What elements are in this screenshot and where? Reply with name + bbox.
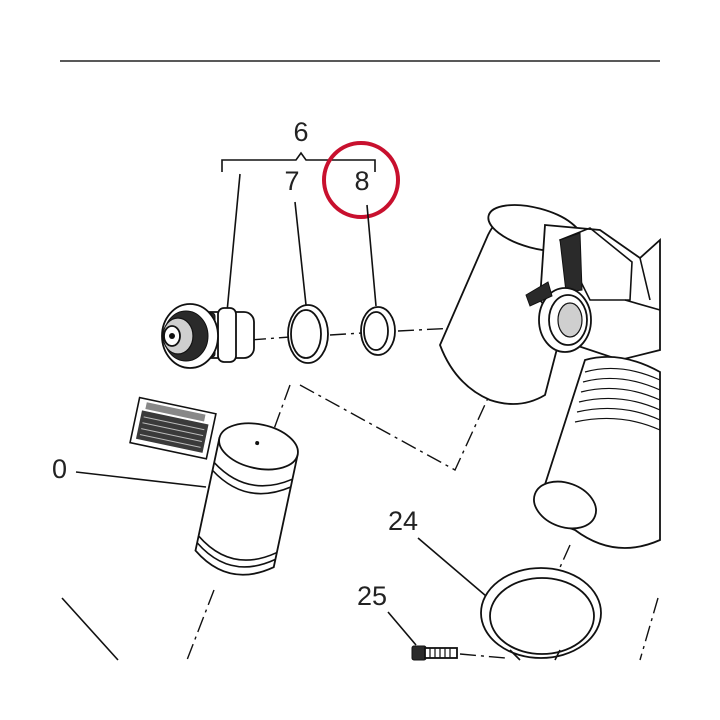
highlight-circle xyxy=(322,141,400,219)
warning-label-icon xyxy=(129,396,217,460)
assembly-axis xyxy=(249,321,571,341)
pump-body-icon[interactable] xyxy=(439,196,661,549)
clamp-ring-icon[interactable] xyxy=(480,567,602,661)
group-bracket xyxy=(221,151,376,172)
o-ring-8-icon[interactable] xyxy=(360,306,396,356)
screw-axis xyxy=(459,653,506,659)
leader-7 xyxy=(294,201,307,306)
callout-6[interactable]: 6 xyxy=(293,117,308,147)
frame-line-left xyxy=(61,597,119,661)
leader-24 xyxy=(417,537,487,597)
callout-8[interactable]: 8 xyxy=(354,166,369,196)
leader-6 xyxy=(226,173,241,313)
assembly-path xyxy=(269,384,489,471)
canister-icon[interactable] xyxy=(192,417,302,582)
screw-icon[interactable] xyxy=(411,645,458,661)
o-ring-7-icon[interactable] xyxy=(287,304,329,364)
callout-10[interactable]: 0 xyxy=(52,454,67,484)
leader-10 xyxy=(75,471,207,488)
frame-line-right xyxy=(639,597,659,661)
callout-7[interactable]: 7 xyxy=(284,166,299,196)
leader-8 xyxy=(366,204,377,307)
leader-25 xyxy=(387,611,417,646)
canister-axis xyxy=(186,589,215,661)
callout-24[interactable]: 24 xyxy=(388,506,418,536)
callout-25[interactable]: 25 xyxy=(357,581,387,611)
valve-assembly-icon[interactable] xyxy=(161,303,255,369)
